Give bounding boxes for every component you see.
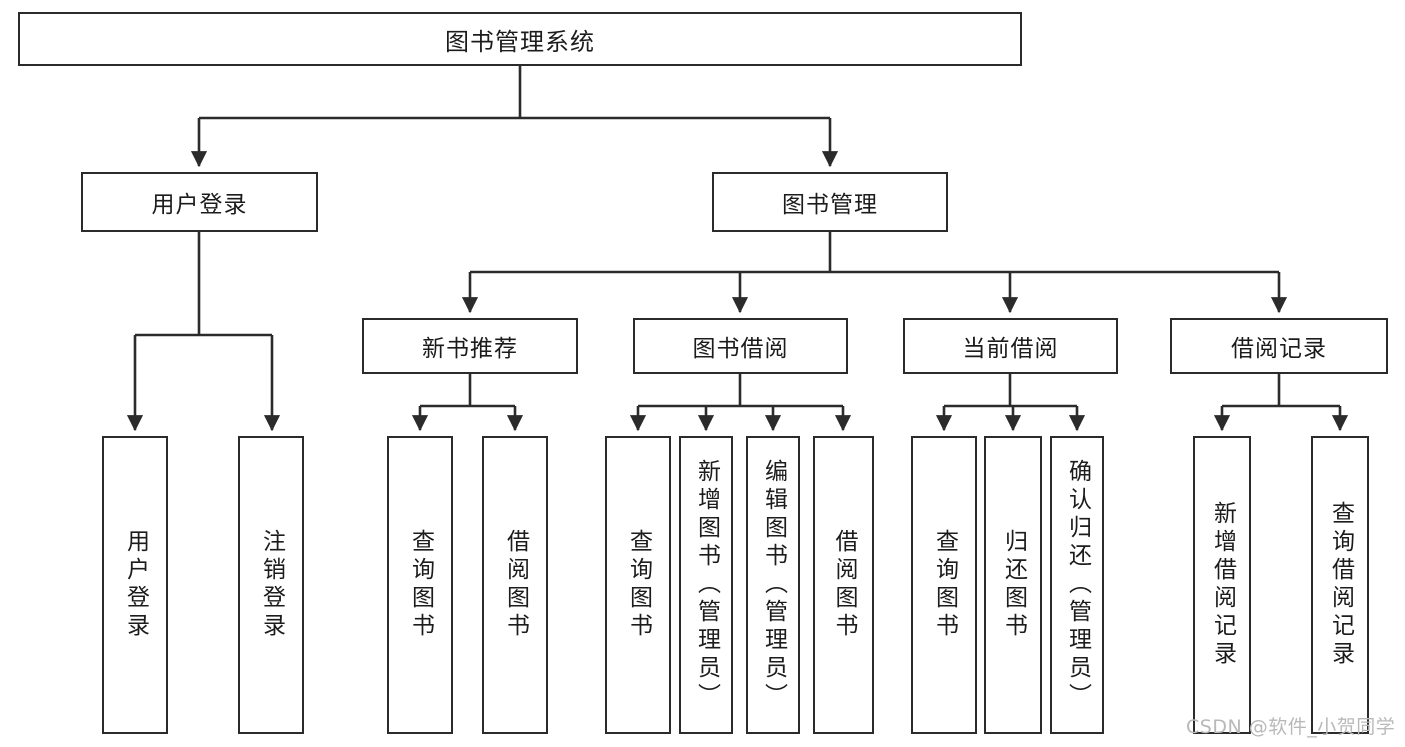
node-book-borrow-label: 图书借阅 — [692, 336, 789, 362]
node-root-label: 图书管理系统 — [445, 27, 595, 56]
node-leaf-query-book-cur[interactable]: 查询图书 — [911, 436, 977, 734]
node-new-book-rec-label: 新书推荐 — [422, 336, 518, 362]
node-leaf-user-login-label: 用户登录 — [122, 529, 149, 641]
node-leaf-add-book-admin[interactable]: 新增图书（管理员） — [679, 436, 733, 734]
node-user-login[interactable]: 用户登录 — [81, 172, 318, 232]
node-root[interactable]: 图书管理系统 — [18, 12, 1022, 66]
node-leaf-user-login[interactable]: 用户登录 — [102, 436, 168, 734]
node-leaf-return-book[interactable]: 归还图书 — [984, 436, 1042, 734]
node-leaf-edit-book-admin[interactable]: 编辑图书（管理员） — [746, 436, 800, 734]
node-book-manage[interactable]: 图书管理 — [712, 172, 948, 232]
node-leaf-return-book-label: 归还图书 — [1000, 529, 1027, 641]
node-leaf-borrow-book-rec[interactable]: 借阅图书 — [482, 436, 548, 734]
node-book-manage-label: 图书管理 — [782, 192, 878, 218]
node-leaf-query-book-borrow-label: 查询图书 — [625, 529, 652, 641]
node-leaf-user-logout[interactable]: 注销登录 — [238, 436, 304, 734]
node-leaf-query-book-cur-label: 查询图书 — [931, 529, 958, 641]
node-leaf-borrow-book-rec-label: 借阅图书 — [502, 529, 529, 641]
node-leaf-query-borrow-record[interactable]: 查询借阅记录 — [1311, 436, 1369, 734]
node-leaf-query-book-rec[interactable]: 查询图书 — [387, 436, 453, 734]
node-leaf-add-borrow-record[interactable]: 新增借阅记录 — [1193, 436, 1251, 734]
node-leaf-confirm-return-admin[interactable]: 确认归还（管理员） — [1050, 436, 1104, 734]
node-current-borrow-label: 当前借阅 — [962, 336, 1059, 362]
node-leaf-add-borrow-record-label: 新增借阅记录 — [1209, 501, 1236, 669]
node-leaf-borrow-book-label: 借阅图书 — [831, 529, 857, 641]
node-leaf-user-logout-label: 注销登录 — [258, 529, 285, 641]
node-leaf-borrow-book[interactable]: 借阅图书 — [813, 436, 874, 734]
node-book-borrow[interactable]: 图书借阅 — [633, 318, 848, 374]
watermark: CSDN @软件_小贺同学 — [1186, 716, 1396, 738]
node-borrow-record-label: 借阅记录 — [1231, 336, 1327, 362]
node-leaf-edit-book-admin-label: 编辑图书（管理员） — [760, 459, 787, 711]
node-current-borrow[interactable]: 当前借阅 — [903, 318, 1118, 374]
node-leaf-add-book-admin-label: 新增图书（管理员） — [693, 459, 720, 711]
node-leaf-confirm-return-admin-label: 确认归还（管理员） — [1064, 459, 1091, 711]
node-leaf-query-book-rec-label: 查询图书 — [407, 529, 434, 641]
node-borrow-record[interactable]: 借阅记录 — [1170, 318, 1388, 374]
node-user-login-label: 用户登录 — [151, 192, 248, 218]
node-leaf-query-borrow-record-label: 查询借阅记录 — [1327, 501, 1354, 669]
node-new-book-rec[interactable]: 新书推荐 — [362, 318, 578, 374]
node-leaf-query-book-borrow[interactable]: 查询图书 — [605, 436, 671, 734]
